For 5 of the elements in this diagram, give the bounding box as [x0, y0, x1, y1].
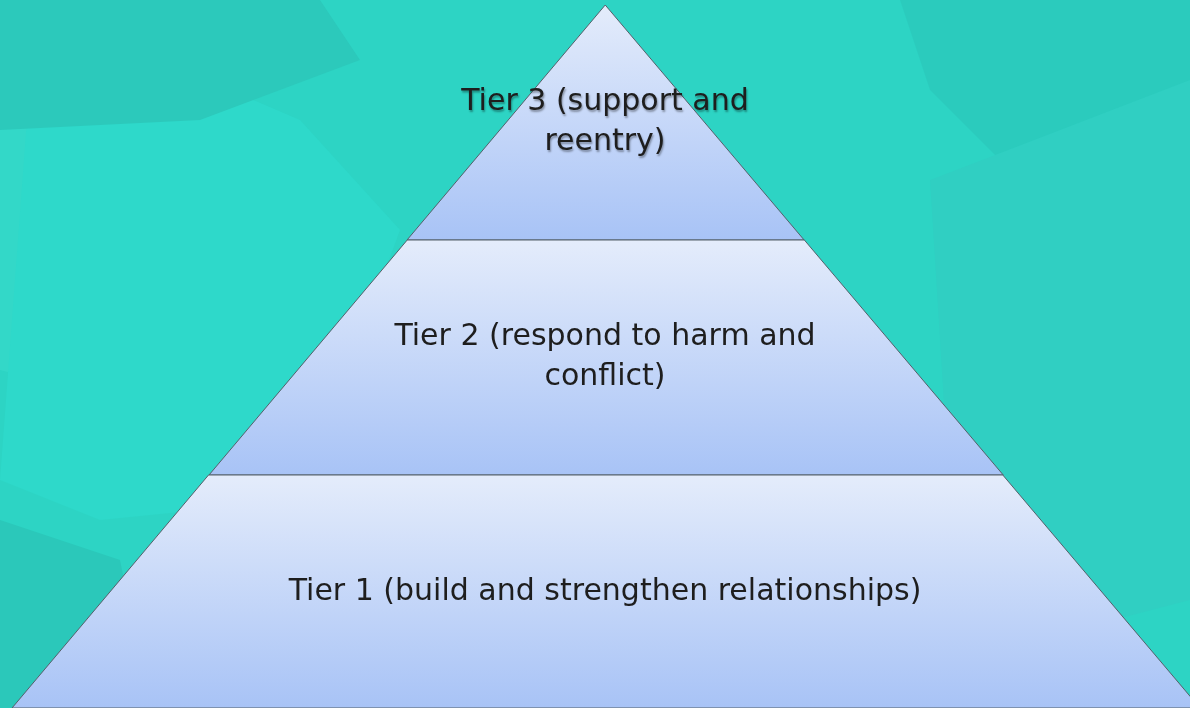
tier-label: Tier 2 (respond to harm and conflict) [393, 316, 817, 394]
pyramid-tier [208, 240, 1003, 475]
pyramid-tier [12, 475, 1190, 708]
tier-label: Tier 3 (support and reentry) [460, 81, 750, 159]
tier-label: Tier 1 (build and strengthen relationships) [287, 571, 923, 609]
